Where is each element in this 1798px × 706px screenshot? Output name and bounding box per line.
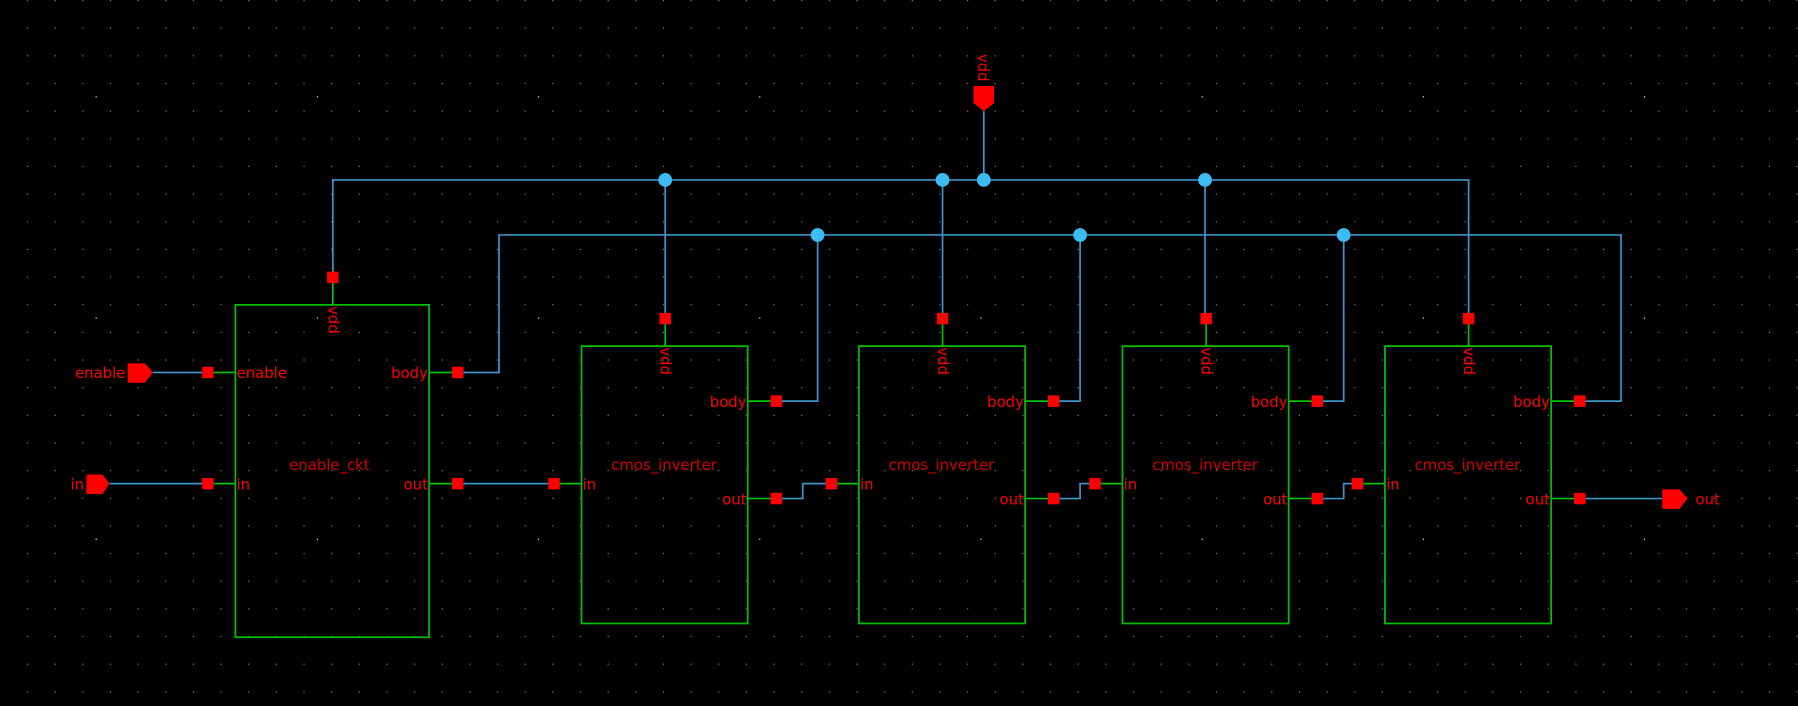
pin-label-vdd: vdd [1460, 347, 1478, 375]
pin-label-in: in [1124, 475, 1138, 493]
top-pin-label-enable: enable [75, 364, 125, 382]
instance-name: enable_ckt [289, 456, 370, 474]
pin-label-enable: enable [237, 364, 287, 382]
pin-label-out: out [1000, 490, 1025, 508]
pin-vdd[interactable] [327, 271, 339, 284]
top-pin-label-vdd: vdd [974, 54, 992, 82]
pin-label-in: in [583, 475, 597, 493]
pin-label-out: out [1263, 490, 1288, 508]
inverter-chain-net[interactable] [1053, 482, 1095, 500]
pin-in[interactable] [202, 477, 214, 490]
instance-name: cmos_inverter [889, 456, 996, 474]
pin-body[interactable] [770, 395, 783, 407]
pin-out[interactable] [770, 492, 783, 505]
pin-label-out: out [1526, 490, 1551, 508]
instance-name: cmos_inverter [1415, 456, 1522, 474]
pin-label-body: body [391, 364, 428, 382]
junction-dot [1336, 228, 1351, 242]
vdd-net[interactable] [331, 179, 1470, 319]
pin-label-out: out [404, 475, 429, 493]
pin-label-in: in [860, 475, 874, 493]
pin-vdd[interactable] [1462, 312, 1475, 325]
input-pin-in-icon[interactable] [86, 474, 110, 494]
junction-dot [935, 173, 950, 187]
pin-label-in: in [237, 475, 251, 493]
pin-vdd[interactable] [659, 312, 671, 325]
symbols: vdd enable in body out enable_ckt vdd in body out… [202, 271, 1586, 639]
inverter-chain-net[interactable] [1316, 482, 1358, 500]
input-pin-enable-icon[interactable] [127, 363, 153, 383]
junction-dot [976, 173, 991, 187]
pin-label-body: body [987, 393, 1024, 411]
pin-body[interactable] [452, 366, 464, 379]
top-pin-label-out: out [1696, 490, 1721, 508]
top-pin-label-in: in [71, 475, 85, 493]
pin-vdd[interactable] [936, 312, 949, 325]
pin-body[interactable] [1574, 395, 1586, 407]
instance-name: cmos_inverter [611, 456, 718, 474]
instance-enable-ckt[interactable]: vdd enable in body out enable_ckt [234, 304, 430, 639]
pin-in[interactable] [1351, 477, 1364, 490]
pin-label-vdd: vdd [657, 347, 675, 375]
pin-out[interactable] [1311, 492, 1324, 505]
pin-out[interactable] [1574, 492, 1586, 505]
pin-in[interactable] [825, 477, 838, 490]
pin-label-body: body [1251, 393, 1288, 411]
top-level-pins: enable in vdd out [71, 54, 1721, 509]
body-net[interactable] [1316, 234, 1345, 402]
pin-body[interactable] [1047, 395, 1060, 407]
pin-body[interactable] [1311, 395, 1324, 407]
junction-dot [1198, 173, 1212, 187]
pin-label-body: body [1513, 393, 1550, 411]
pin-label-vdd: vdd [1198, 347, 1216, 375]
inout-pin-vdd-icon[interactable] [973, 85, 995, 112]
pin-label-vdd: vdd [324, 306, 342, 334]
pin-label-body: body [710, 393, 747, 411]
body-net[interactable] [776, 234, 819, 402]
pin-vdd[interactable] [1200, 312, 1212, 325]
wires [109, 111, 1663, 500]
junction-dot [1073, 228, 1087, 242]
instance-name: cmos_inverter [1152, 456, 1259, 474]
body-net[interactable] [1053, 234, 1081, 402]
inverter-chain-net[interactable] [776, 482, 832, 500]
pin-label-out: out [722, 490, 747, 508]
pin-enable[interactable] [202, 366, 214, 379]
body-net[interactable] [457, 234, 1622, 402]
pin-out[interactable] [452, 477, 464, 490]
pin-label-vdd: vdd [934, 347, 952, 375]
pin-out[interactable] [1047, 492, 1060, 505]
junction-dot [658, 173, 673, 187]
pin-in[interactable] [1089, 477, 1101, 490]
junction-dot [810, 228, 825, 242]
pin-label-in: in [1386, 475, 1400, 493]
pin-in[interactable] [548, 477, 560, 490]
output-pin-out-icon[interactable] [1662, 489, 1688, 509]
